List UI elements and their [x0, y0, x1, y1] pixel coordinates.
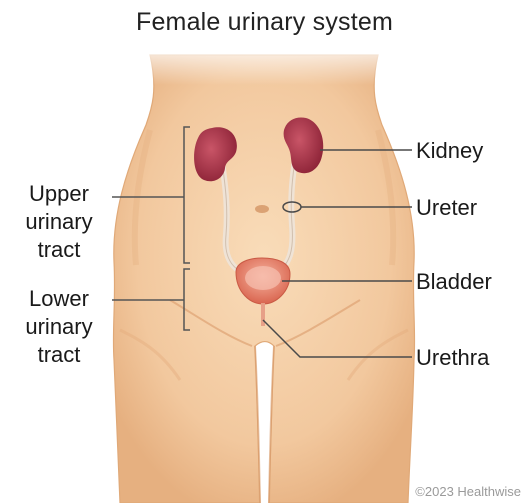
upper-tract-line-3: tract — [4, 236, 114, 264]
bladder-lumen — [245, 266, 281, 290]
lower-urinary-tract-label: Lower urinary tract — [4, 285, 114, 369]
lower-tract-line-1: Lower — [4, 285, 114, 313]
lower-tract-line-3: tract — [4, 341, 114, 369]
lower-tract-line-2: urinary — [4, 313, 114, 341]
upper-urinary-tract-label: Upper urinary tract — [4, 180, 114, 264]
bladder-label: Bladder — [416, 268, 492, 295]
urethra-label: Urethra — [416, 344, 489, 371]
upper-tract-line-2: urinary — [4, 208, 114, 236]
kidney-label: Kidney — [416, 137, 483, 164]
ureter-label: Ureter — [416, 194, 477, 221]
upper-tract-line-1: Upper — [4, 180, 114, 208]
copyright-notice: ©2023 Healthwise — [415, 484, 521, 499]
navel — [255, 205, 269, 213]
